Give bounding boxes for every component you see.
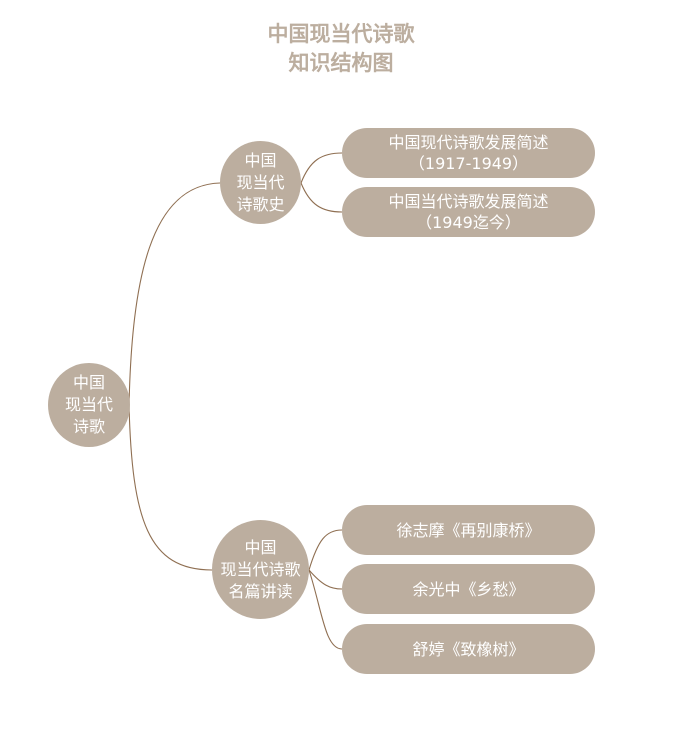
branch-node-line: 现当代诗歌 xyxy=(220,559,301,579)
leaf-node-xu-zhimo: 徐志摩《再别康桥》 xyxy=(342,505,595,555)
root-node-line: 诗歌 xyxy=(72,417,105,436)
leaf-node-line: 中国当代诗歌发展简述 xyxy=(388,192,549,211)
connector-reading-to-xu xyxy=(308,529,343,571)
connector-reading-to-shu xyxy=(308,569,343,650)
root-node-line: 现当代 xyxy=(64,395,113,414)
leaf-node-yu-guangzhong: 余光中《乡愁》 xyxy=(342,564,595,614)
connector-history-to-contemporary xyxy=(300,182,343,213)
branch-node-line: 中国 xyxy=(244,150,277,170)
diagram-title-line-1: 中国现当代诗歌 xyxy=(267,22,415,46)
leaf-node-shu-ting: 舒婷《致橡树》 xyxy=(342,624,595,674)
branch-node-masterpiece-reading: 中国 现当代诗歌 名篇讲读 xyxy=(212,520,309,619)
leaf-node-line: 余光中《乡愁》 xyxy=(412,579,525,599)
connector-history-to-modern xyxy=(300,152,343,184)
leaf-node-line: （1917-1949） xyxy=(408,154,529,173)
leaf-node-line: 徐志摩《再别康桥》 xyxy=(396,520,541,540)
branch-node-line: 诗歌史 xyxy=(236,194,285,214)
root-node-line: 中国 xyxy=(72,373,105,392)
leaf-node-line: （1949迄今） xyxy=(416,213,521,232)
connector-root-to-reading xyxy=(128,404,213,571)
branch-node-line: 中国 xyxy=(244,537,277,557)
connector-reading-to-yu xyxy=(308,569,343,590)
branch-node-poetry-history: 中国 现当代 诗歌史 xyxy=(220,141,301,224)
root-node: 中国 现当代 诗歌 xyxy=(48,363,130,447)
leaf-node-modern-poetry-overview: 中国现代诗歌发展简述 （1917-1949） xyxy=(342,128,595,178)
leaf-node-contemporary-poetry-overview: 中国当代诗歌发展简述 （1949迄今） xyxy=(342,187,595,237)
branch-node-line: 名篇讲读 xyxy=(228,581,293,601)
connector-root-to-history xyxy=(128,182,221,406)
branch-node-line: 现当代 xyxy=(236,172,285,192)
diagram-title-line-2: 知识结构图 xyxy=(288,51,394,75)
leaf-node-line: 舒婷《致橡树》 xyxy=(412,639,525,659)
leaf-node-line: 中国现代诗歌发展简述 xyxy=(388,133,549,152)
